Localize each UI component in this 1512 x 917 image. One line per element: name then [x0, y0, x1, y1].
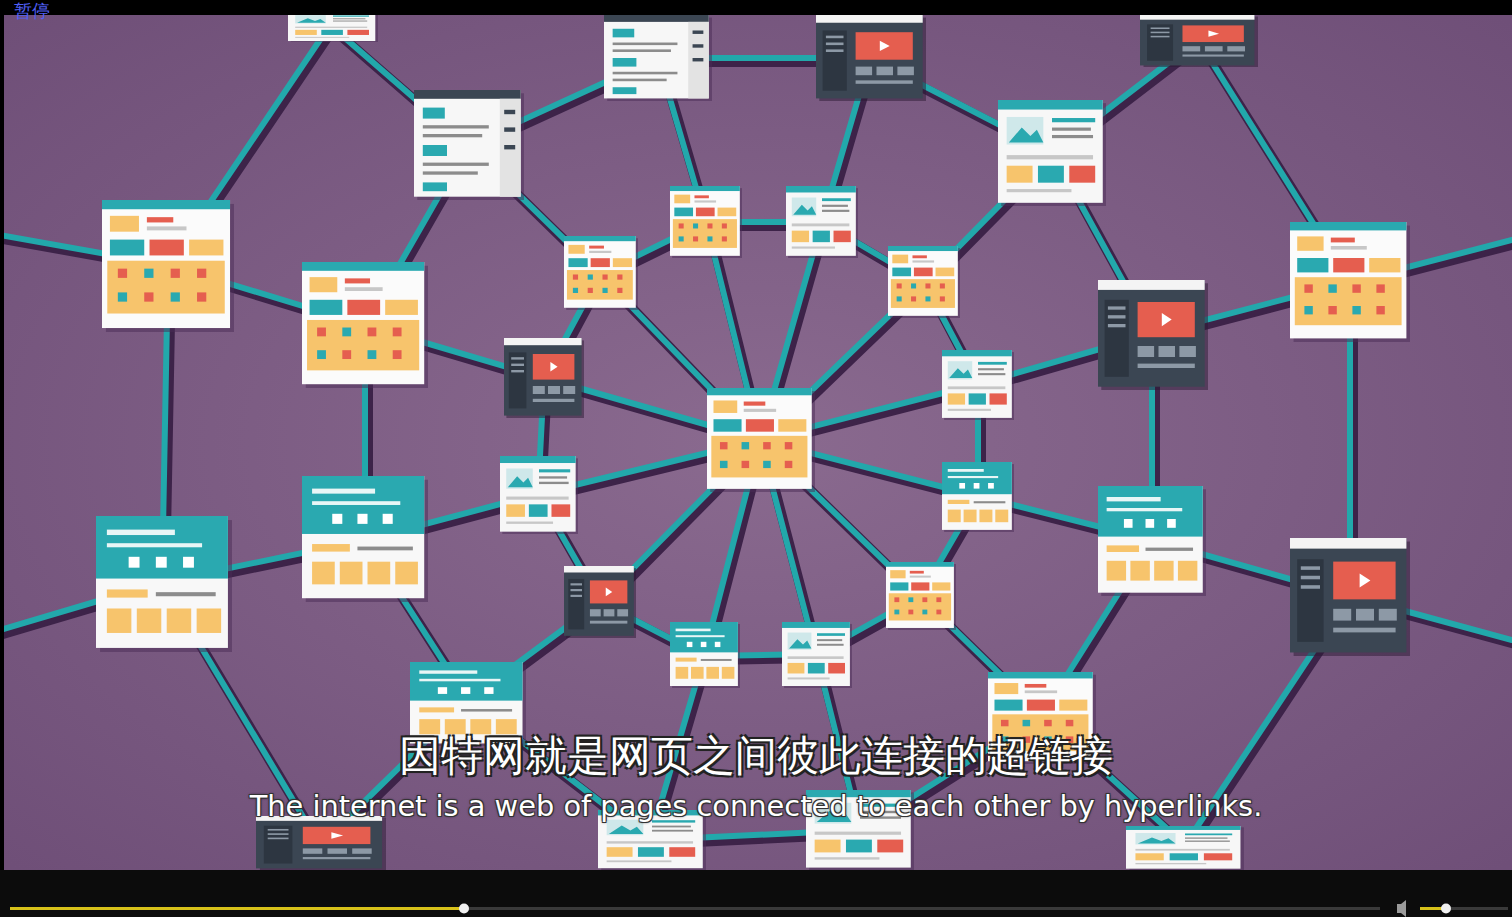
subtitle-chinese: 因特网就是网页之间彼此连接的超链接: [0, 728, 1512, 784]
pause-status: 暂停: [14, 0, 50, 23]
subtitle-english: The internet is a web of pages connected…: [0, 789, 1512, 823]
